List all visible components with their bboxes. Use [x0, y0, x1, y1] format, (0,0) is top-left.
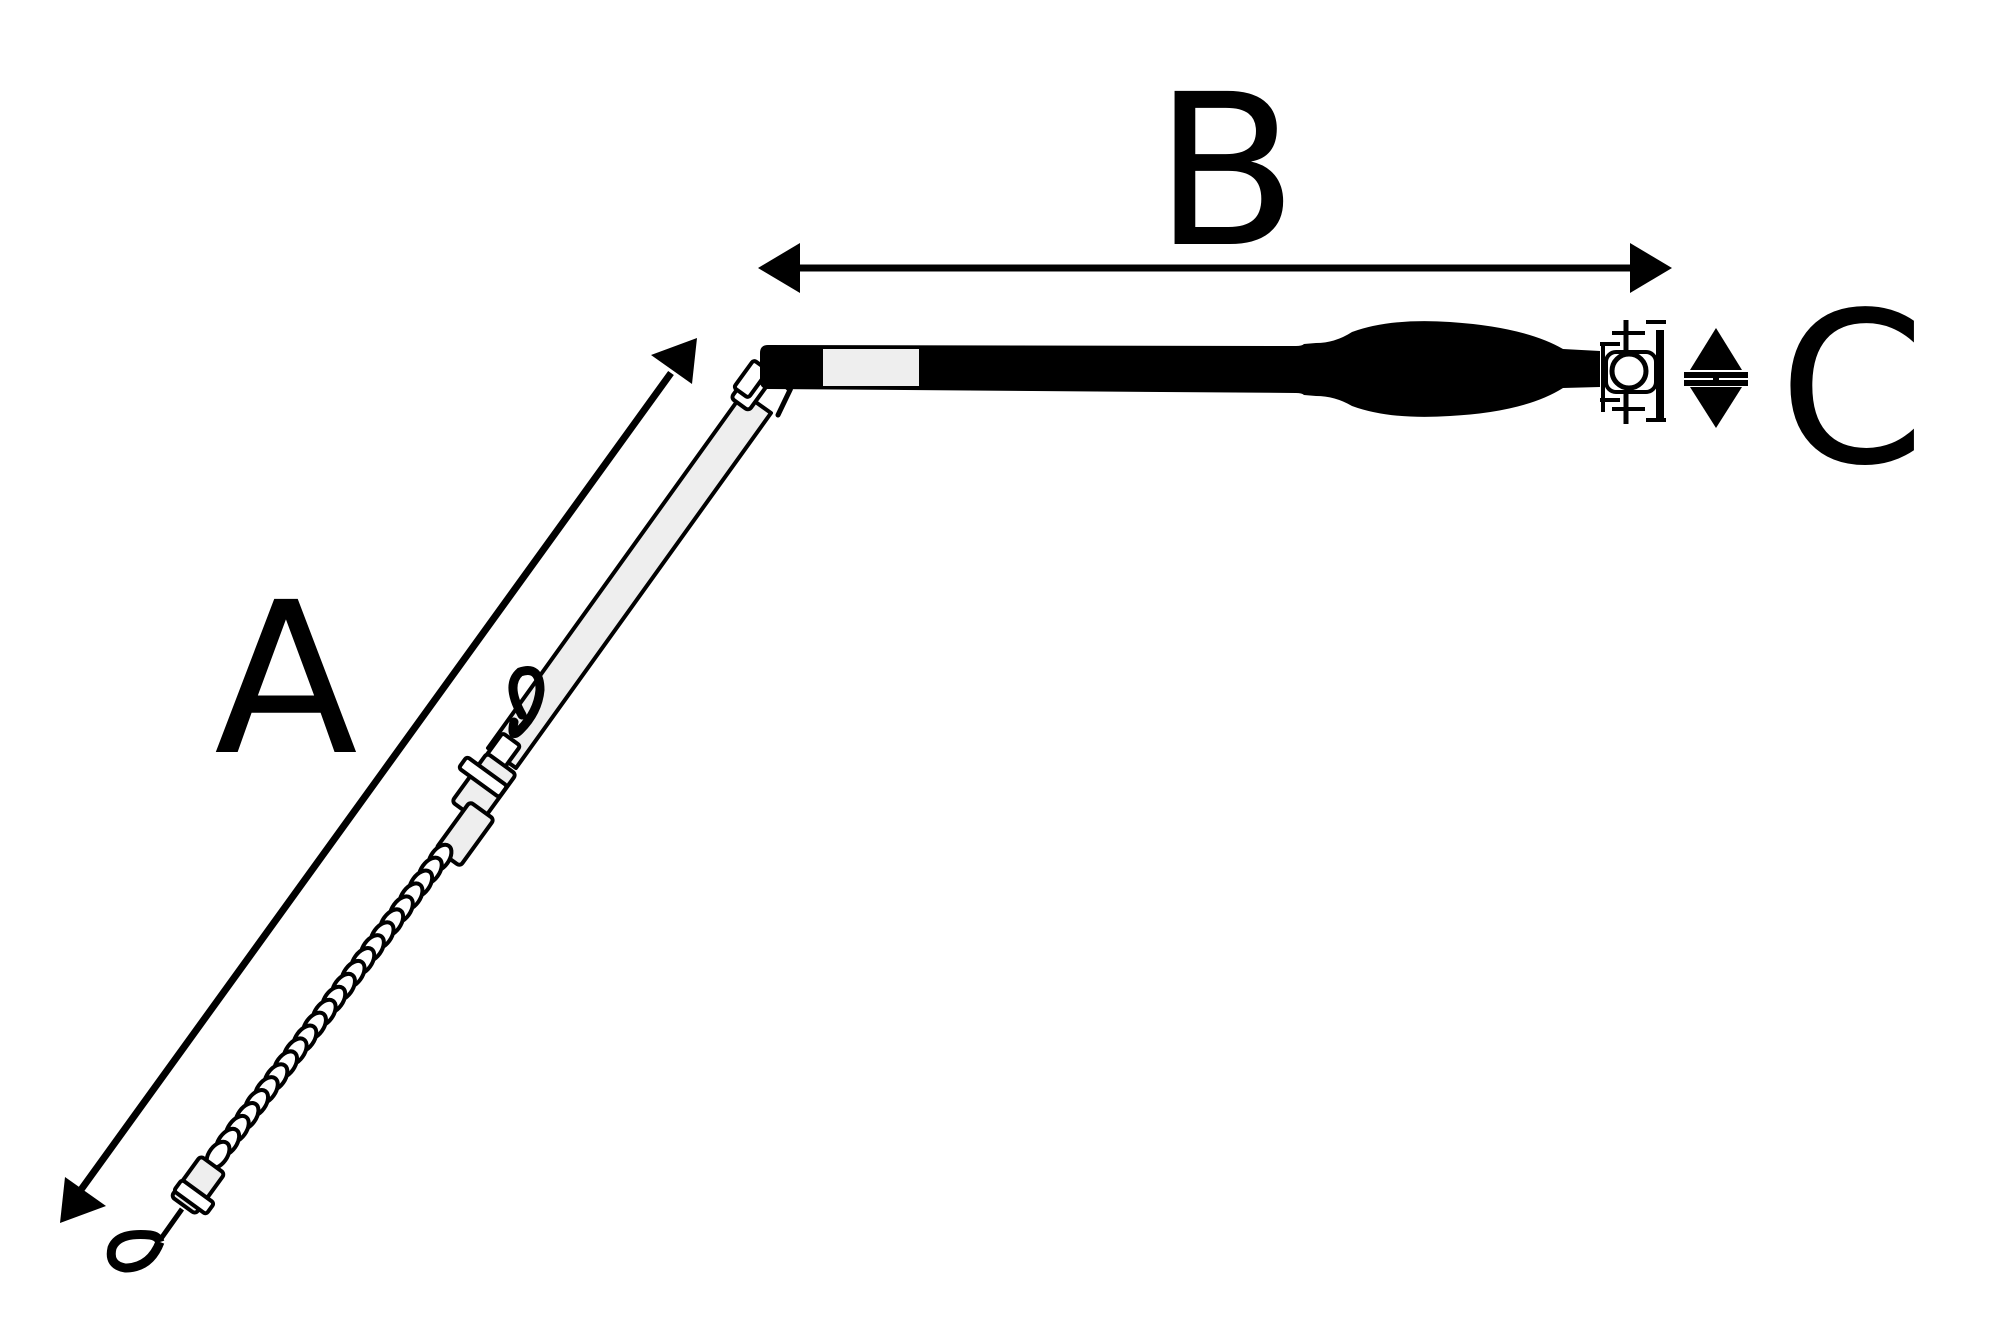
- lower-angled-fittings: [435, 666, 545, 867]
- dimension-b-label: B: [1154, 49, 1298, 294]
- dimension-a-arrowhead-bottom: [60, 1177, 106, 1223]
- dimension-a-arrowhead-top: [651, 338, 697, 384]
- cable-hook-loop: [508, 666, 545, 739]
- end-fitting-eye: [1600, 320, 1666, 424]
- brake-cable: [106, 320, 1666, 1273]
- straight-black-conduit: [760, 321, 1600, 417]
- dimension-c-label: C: [1779, 267, 1926, 512]
- bottom-nut: [172, 1178, 216, 1216]
- dimension-b-arrowhead-right: [1630, 243, 1672, 293]
- dimension-a-arrow: [60, 338, 697, 1223]
- angled-conduit-sleeve: [486, 391, 773, 770]
- dimension-a-label: A: [214, 557, 358, 802]
- bottom-eye-loop: [106, 1230, 165, 1273]
- dimension-b-arrowhead-left: [758, 243, 800, 293]
- adjuster-nut: [457, 755, 509, 799]
- dimension-c-arrow: [1684, 328, 1748, 428]
- bottom-end-fittings: [106, 1155, 226, 1273]
- dimension-b-arrow: [758, 243, 1672, 293]
- spring-coils: [204, 842, 454, 1171]
- dimension-c-arrowhead-top: [1690, 328, 1742, 370]
- dimension-c-arrowhead-bottom: [1690, 387, 1742, 428]
- conduit-label-tag: [823, 349, 919, 386]
